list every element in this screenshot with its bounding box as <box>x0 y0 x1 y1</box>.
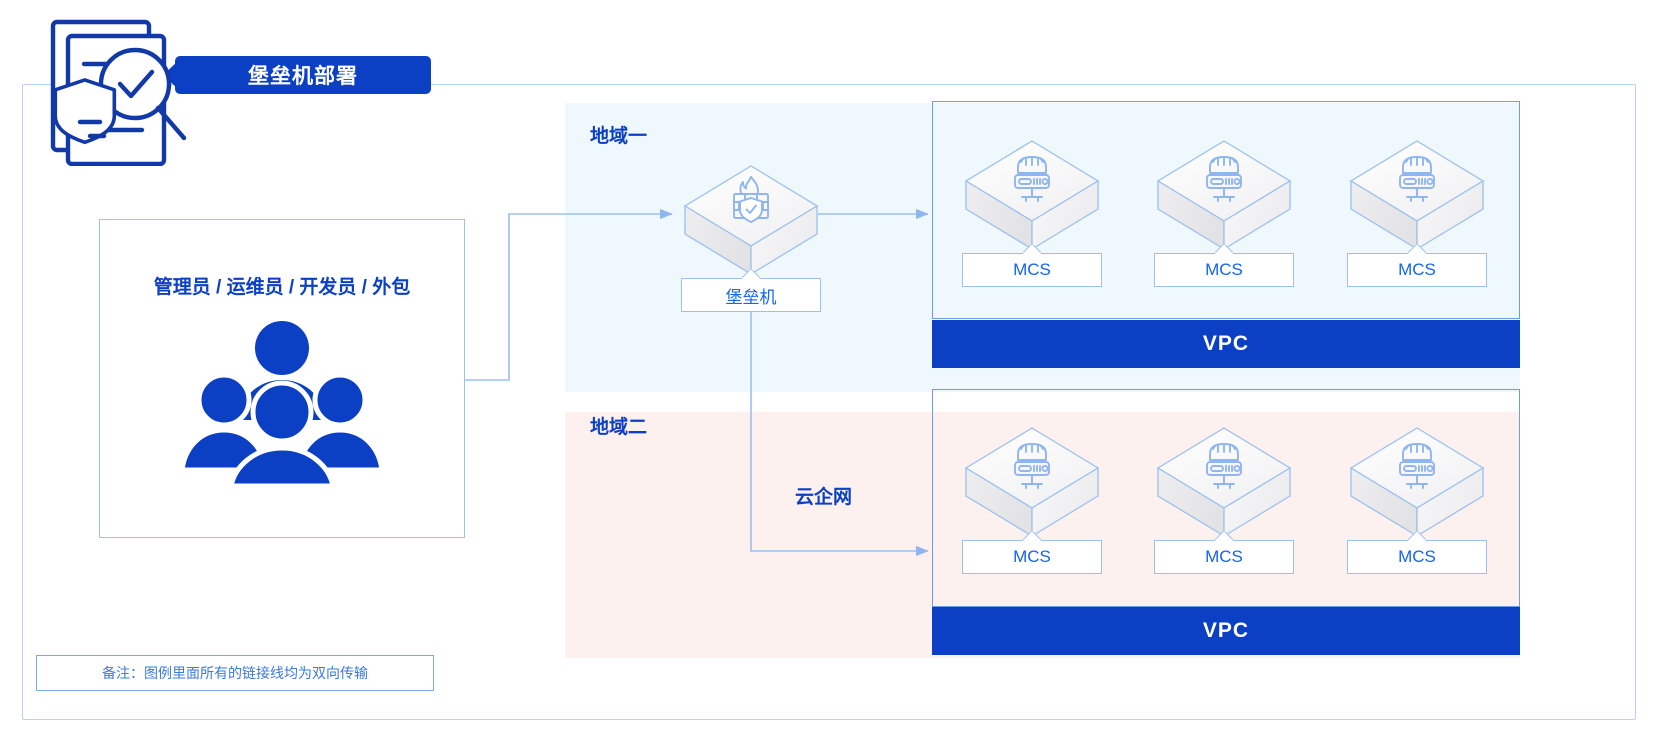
mcs-cube <box>1345 135 1489 255</box>
region-1-vpc-box <box>932 101 1520 319</box>
bastion-host-label: 堡垒机 <box>681 278 821 312</box>
diagram-outer-frame <box>22 84 1636 720</box>
node-bastion-host[interactable]: 堡垒机 <box>679 160 823 312</box>
legend-note-text: 备注：图例里面所有的链接线均为双向传输 <box>102 665 368 681</box>
bastion-cube <box>679 160 823 280</box>
region-2-title: 地域二 <box>590 417 648 438</box>
label-notch <box>1408 245 1426 254</box>
mcs-cube <box>1152 135 1296 255</box>
legend-note-box: 备注：图例里面所有的链接线均为双向传输 <box>36 655 434 691</box>
server-icon <box>1206 443 1242 489</box>
region-1-vpc-bar: VPC <box>932 320 1520 368</box>
node-mcs-region2-1[interactable]: MCS <box>960 422 1104 574</box>
page-title: 堡垒机部署 <box>248 65 358 88</box>
mcs-label: MCS <box>1154 540 1294 574</box>
server-icon <box>1206 156 1242 202</box>
region-2-vpc-box <box>932 389 1520 607</box>
region-2-vpc-label: VPC <box>1202 619 1250 642</box>
label-notch <box>1023 245 1041 254</box>
users-panel: 管理员 / 运维员 / 开发员 / 外包 <box>99 219 465 538</box>
mcs-cube <box>1345 422 1489 542</box>
mcs-label: MCS <box>962 253 1102 287</box>
mcs-cube <box>960 422 1104 542</box>
users-group-icon <box>179 321 385 489</box>
label-notch <box>1408 532 1426 541</box>
label-notch <box>742 270 760 279</box>
node-mcs-region1-1[interactable]: MCS <box>960 135 1104 287</box>
mcs-cube <box>1152 422 1296 542</box>
region-2-vpc-bar: VPC <box>932 607 1520 655</box>
firewall-shield-icon <box>733 176 769 223</box>
mcs-cube <box>960 135 1104 255</box>
region-1-title: 地域一 <box>590 126 648 147</box>
node-mcs-region2-2[interactable]: MCS <box>1152 422 1296 574</box>
label-notch <box>1023 532 1041 541</box>
server-icon <box>1014 443 1050 489</box>
mcs-label: MCS <box>1347 540 1487 574</box>
server-icon <box>1399 443 1435 489</box>
label-notch <box>1215 245 1233 254</box>
server-icon <box>1399 156 1435 202</box>
node-mcs-region1-2[interactable]: MCS <box>1152 135 1296 287</box>
mcs-label: MCS <box>1154 253 1294 287</box>
document-check-shield-icon <box>50 19 187 166</box>
server-icon <box>1014 156 1050 202</box>
mcs-label: MCS <box>1347 253 1487 287</box>
region-1-vpc-label: VPC <box>1202 332 1250 355</box>
node-mcs-region2-3[interactable]: MCS <box>1345 422 1489 574</box>
mcs-label: MCS <box>962 540 1102 574</box>
cloud-enterprise-network-label: 云企网 <box>795 487 853 508</box>
users-panel-label: 管理员 / 运维员 / 开发员 / 外包 <box>153 277 411 298</box>
header-badge: 堡垒机部署 <box>175 56 431 94</box>
label-notch <box>1215 532 1233 541</box>
node-mcs-region1-3[interactable]: MCS <box>1345 135 1489 287</box>
